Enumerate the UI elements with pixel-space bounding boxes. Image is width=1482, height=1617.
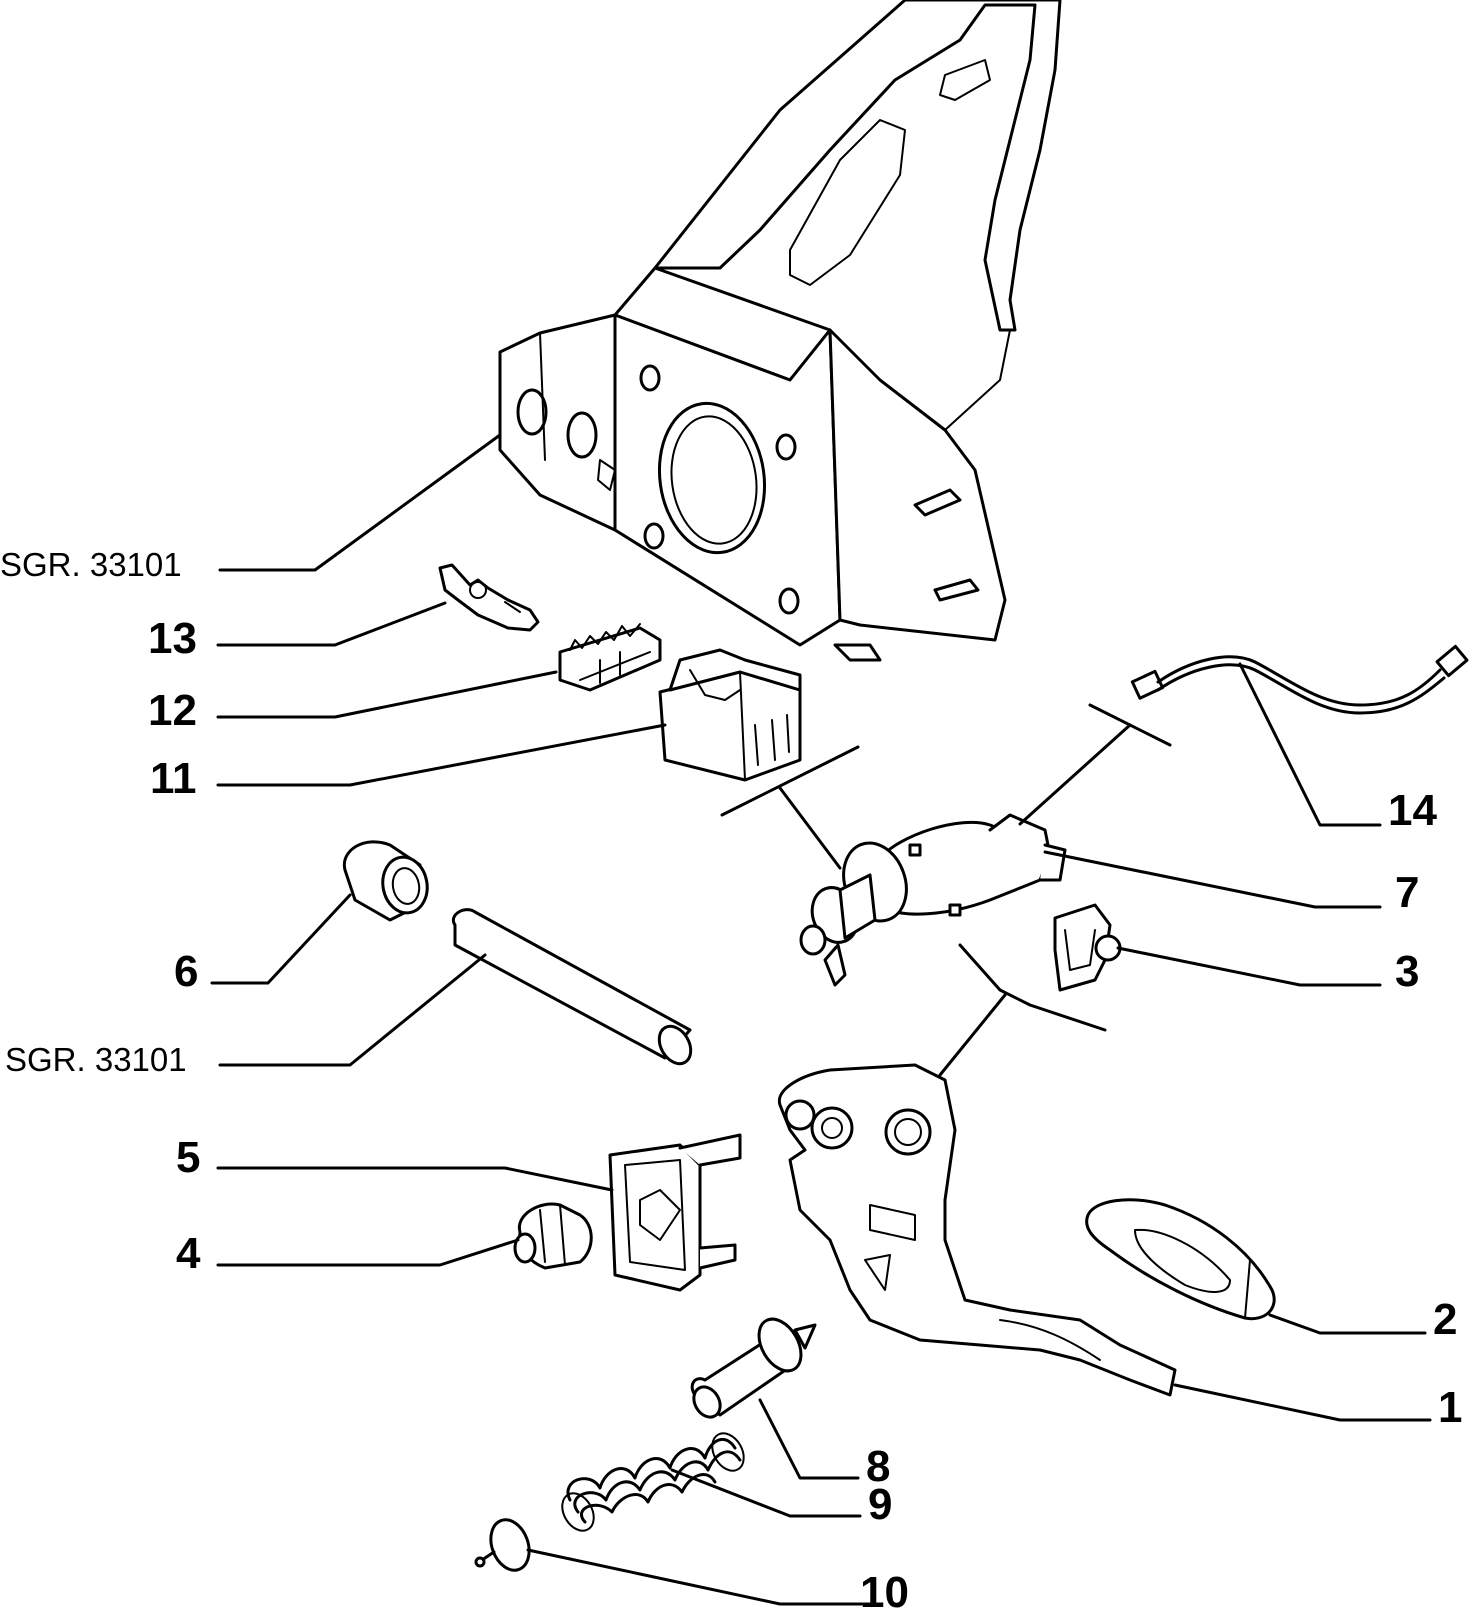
ref-label-sgr-mid: SGR. 33101 xyxy=(5,1041,187,1078)
ref-label-sgr-top: SGR. 33101 xyxy=(0,546,182,583)
callout-12: 12 xyxy=(148,686,197,735)
part-3-clip xyxy=(1053,903,1122,992)
part-7-switch xyxy=(799,813,1067,987)
part-9-spring xyxy=(561,1432,745,1532)
pedal-bracket xyxy=(498,0,1062,662)
part-8-rod xyxy=(690,1317,817,1419)
callout-8: 8 xyxy=(866,1442,891,1491)
part-4-stop xyxy=(513,1202,593,1270)
part-2-pad xyxy=(1085,1198,1276,1321)
pivot-pin xyxy=(451,908,693,1066)
callout-6: 6 xyxy=(174,947,199,996)
part-12-comb xyxy=(558,623,662,692)
leader-lines xyxy=(210,433,1432,1606)
part-14-wire xyxy=(1130,644,1469,715)
callout-9: 9 xyxy=(868,1480,893,1529)
part-10-disc xyxy=(474,1518,531,1572)
callout-4: 4 xyxy=(176,1229,201,1278)
callout-10: 10 xyxy=(860,1568,909,1617)
part-6-bushing xyxy=(342,840,429,922)
callout-14: 14 xyxy=(1388,786,1437,835)
assembly-marks xyxy=(720,703,1172,1077)
callout-11: 11 xyxy=(150,754,197,803)
callout-13: 13 xyxy=(148,614,197,663)
part-5-plate xyxy=(608,1133,742,1292)
part-1-pedal xyxy=(777,1063,1177,1397)
callout-2: 2 xyxy=(1433,1295,1458,1344)
callout-5: 5 xyxy=(176,1133,201,1182)
callout-7: 7 xyxy=(1395,868,1420,917)
callout-3: 3 xyxy=(1395,947,1420,996)
part-11-connector xyxy=(658,648,802,782)
part-13-terminal xyxy=(438,563,540,632)
callout-1: 1 xyxy=(1438,1383,1463,1432)
